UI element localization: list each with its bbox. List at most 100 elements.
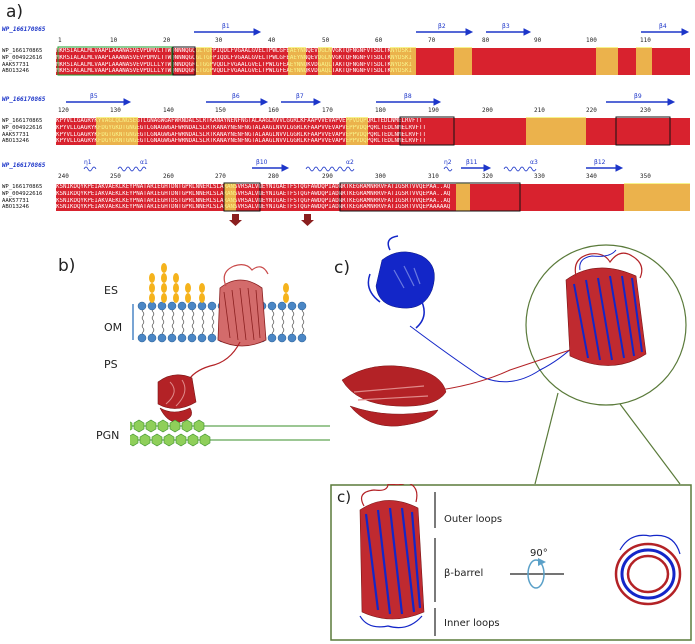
blue-domain [367, 235, 435, 329]
ruler-tick: 30 [215, 37, 223, 44]
outer-loops-label: Outer loops [444, 514, 503, 525]
ruler-tick: 290 [322, 173, 333, 180]
sequence-name: WP_004922616 [2, 54, 43, 61]
helix-eta2 [443, 166, 453, 172]
similar-region [456, 183, 470, 211]
beta-strand-arrows [194, 28, 690, 36]
ruler-tick: 200 [482, 107, 493, 114]
inset-frame [330, 484, 692, 641]
barrel-label: β-barrel [444, 568, 484, 579]
mutation-arrow [301, 214, 314, 226]
sequence-row: KPYVLLGAGRYKFDGYGKNTGNGEGTLGNAGWGAFWRNDA… [56, 138, 690, 146]
ruler-tick: 220 [586, 107, 597, 114]
om-label: OM [104, 321, 123, 334]
helix-alpha2 [305, 166, 355, 172]
ps-label: PS [104, 358, 118, 371]
element-label: β3 [502, 23, 510, 30]
ruler-tick: 70 [428, 37, 436, 44]
beta-barrel-protein [217, 264, 269, 347]
ruler-tick: 330 [534, 173, 545, 180]
ruler-tick: 350 [640, 173, 651, 180]
element-label: β12 [594, 159, 606, 166]
ruler-tick: 10 [110, 37, 118, 44]
sequence-rows: MKRSIALALMLVAAPLAAANASVEVPDMVLTTWQNNNQGQ… [56, 48, 690, 76]
ruler-tick: 250 [110, 173, 121, 180]
element-label: β6 [232, 93, 240, 100]
ruler-tick: 230 [640, 107, 651, 114]
pgn-hexagons [130, 419, 211, 447]
element-label: β11 [466, 159, 478, 166]
ruler-tick: 100 [586, 37, 597, 44]
sequence-rows: KPYVLLGAGRYKYVAGLQLNGSEGTLGNAGWGAFWRNDAL… [56, 118, 690, 146]
sequence-name: ABO13246 [2, 68, 29, 75]
similar-region [390, 47, 416, 75]
top-barrel [614, 534, 682, 606]
strand-box [615, 116, 671, 146]
ruler-tick: 140 [163, 107, 174, 114]
ruler-tick: 240 [58, 173, 69, 180]
sequence-name: WP_166170865 [2, 118, 43, 124]
helix-eta1 [83, 166, 97, 172]
sequence-name: AAK57731 [2, 197, 29, 204]
ruler-tick: 60 [375, 37, 383, 44]
ruler-tick: 130 [110, 107, 121, 114]
strand-box [172, 46, 196, 76]
reference-title: WP_166170865 [2, 26, 46, 33]
zoom-line [619, 403, 681, 485]
secondary-structure-row: β5 β6 β7 β8 β9 [66, 93, 676, 106]
position-ruler: 240 250 260 270 280 290 300 310 320 330 … [56, 173, 692, 181]
red-domain [341, 365, 447, 427]
mutation-arrow [229, 214, 242, 226]
ruler-tick: 160 [268, 107, 279, 114]
es-label: ES [104, 284, 118, 297]
ruler-tick: 300 [375, 173, 386, 180]
element-label: β5 [90, 93, 98, 100]
strand-box [223, 182, 261, 212]
structure-overlay [341, 235, 687, 485]
sequence-row: MKRSIALALMLVAAPLAAANASVEVPDLLLYTWQNNDQGR… [56, 68, 690, 76]
secondary-structure-row: β1 β2 β3 β4 [194, 23, 690, 36]
ruler-tick: 80 [482, 37, 490, 44]
barrel-highlight-circle [525, 244, 687, 406]
panel-a-label: a) [6, 2, 24, 22]
ruler-tick: 310 [428, 173, 439, 180]
sequence-rows: KSNIKDQYKPEIAKVAEKLKEYPNATARIEGHTDNTGPRL… [56, 184, 690, 212]
position-ruler: 1 10 20 30 40 50 60 70 80 90 100 110 [56, 37, 692, 45]
position-ruler: 120 130 140 150 160 170 180 190 200 210 … [56, 107, 692, 115]
inner-loops-label: Inner loops [444, 618, 500, 629]
alignment-block-2: WP_166170865 β5 β6 β7 β8 β9 120 130 140 … [0, 92, 695, 162]
sequence-row: KPYVLLGAGRYKFDGYGKDTGNGEGTLGNAGWGAFWRNDA… [56, 124, 690, 132]
similar-region [318, 47, 332, 75]
sequence-name: WP_004922616 [2, 190, 43, 197]
sequence-names: WP_166170865 WP_004922616 AAK57731 ABO13… [2, 184, 42, 211]
sequence-row: KSNIKDQYKPEIAKVAEKLKEYPNATARIEGHTDNTGPRL… [56, 204, 690, 212]
ruler-tick: 150 [215, 107, 226, 114]
pgn-label: PGN [96, 429, 120, 442]
membrane-diagram [130, 263, 330, 447]
ruler-tick: 260 [163, 173, 174, 180]
ruler-tick: 110 [640, 37, 651, 44]
ruler-tick: 40 [268, 37, 276, 44]
ruler-tick: 320 [482, 173, 493, 180]
linker-loop [185, 341, 241, 387]
similar-region [596, 47, 618, 75]
similar-region [624, 183, 690, 211]
sequence-name: WP_004922616 [2, 124, 43, 131]
sequence-row: KSNIKDQYKPEIAKVAEKLKEYPNATARIEGHTDNTGPRL… [56, 190, 690, 198]
sequence-row: MKRSIALALMLVAAPLAAANASVEVPDMVLTTWQNNNQGQ… [56, 54, 690, 62]
block-2-overlays [96, 116, 671, 146]
element-label: β8 [404, 93, 412, 100]
ruler-tick: 50 [322, 37, 330, 44]
reference-title: WP_166170865 [2, 162, 46, 169]
ruler-tick: 90 [534, 37, 542, 44]
element-label: β7 [296, 93, 304, 100]
block-3-overlays [223, 182, 690, 226]
element-label: β1 [222, 23, 230, 30]
ruler-tick: 340 [586, 173, 597, 180]
sequence-name: AAK57731 [2, 61, 29, 68]
strand-box [399, 116, 455, 146]
sequence-name: WP_166170865 [2, 48, 43, 54]
lps-chains [149, 263, 289, 303]
secondary-structure-row: η1 α1 β10 α2 η2 β11 α3 β12 [83, 159, 624, 172]
similar-region [454, 47, 472, 75]
